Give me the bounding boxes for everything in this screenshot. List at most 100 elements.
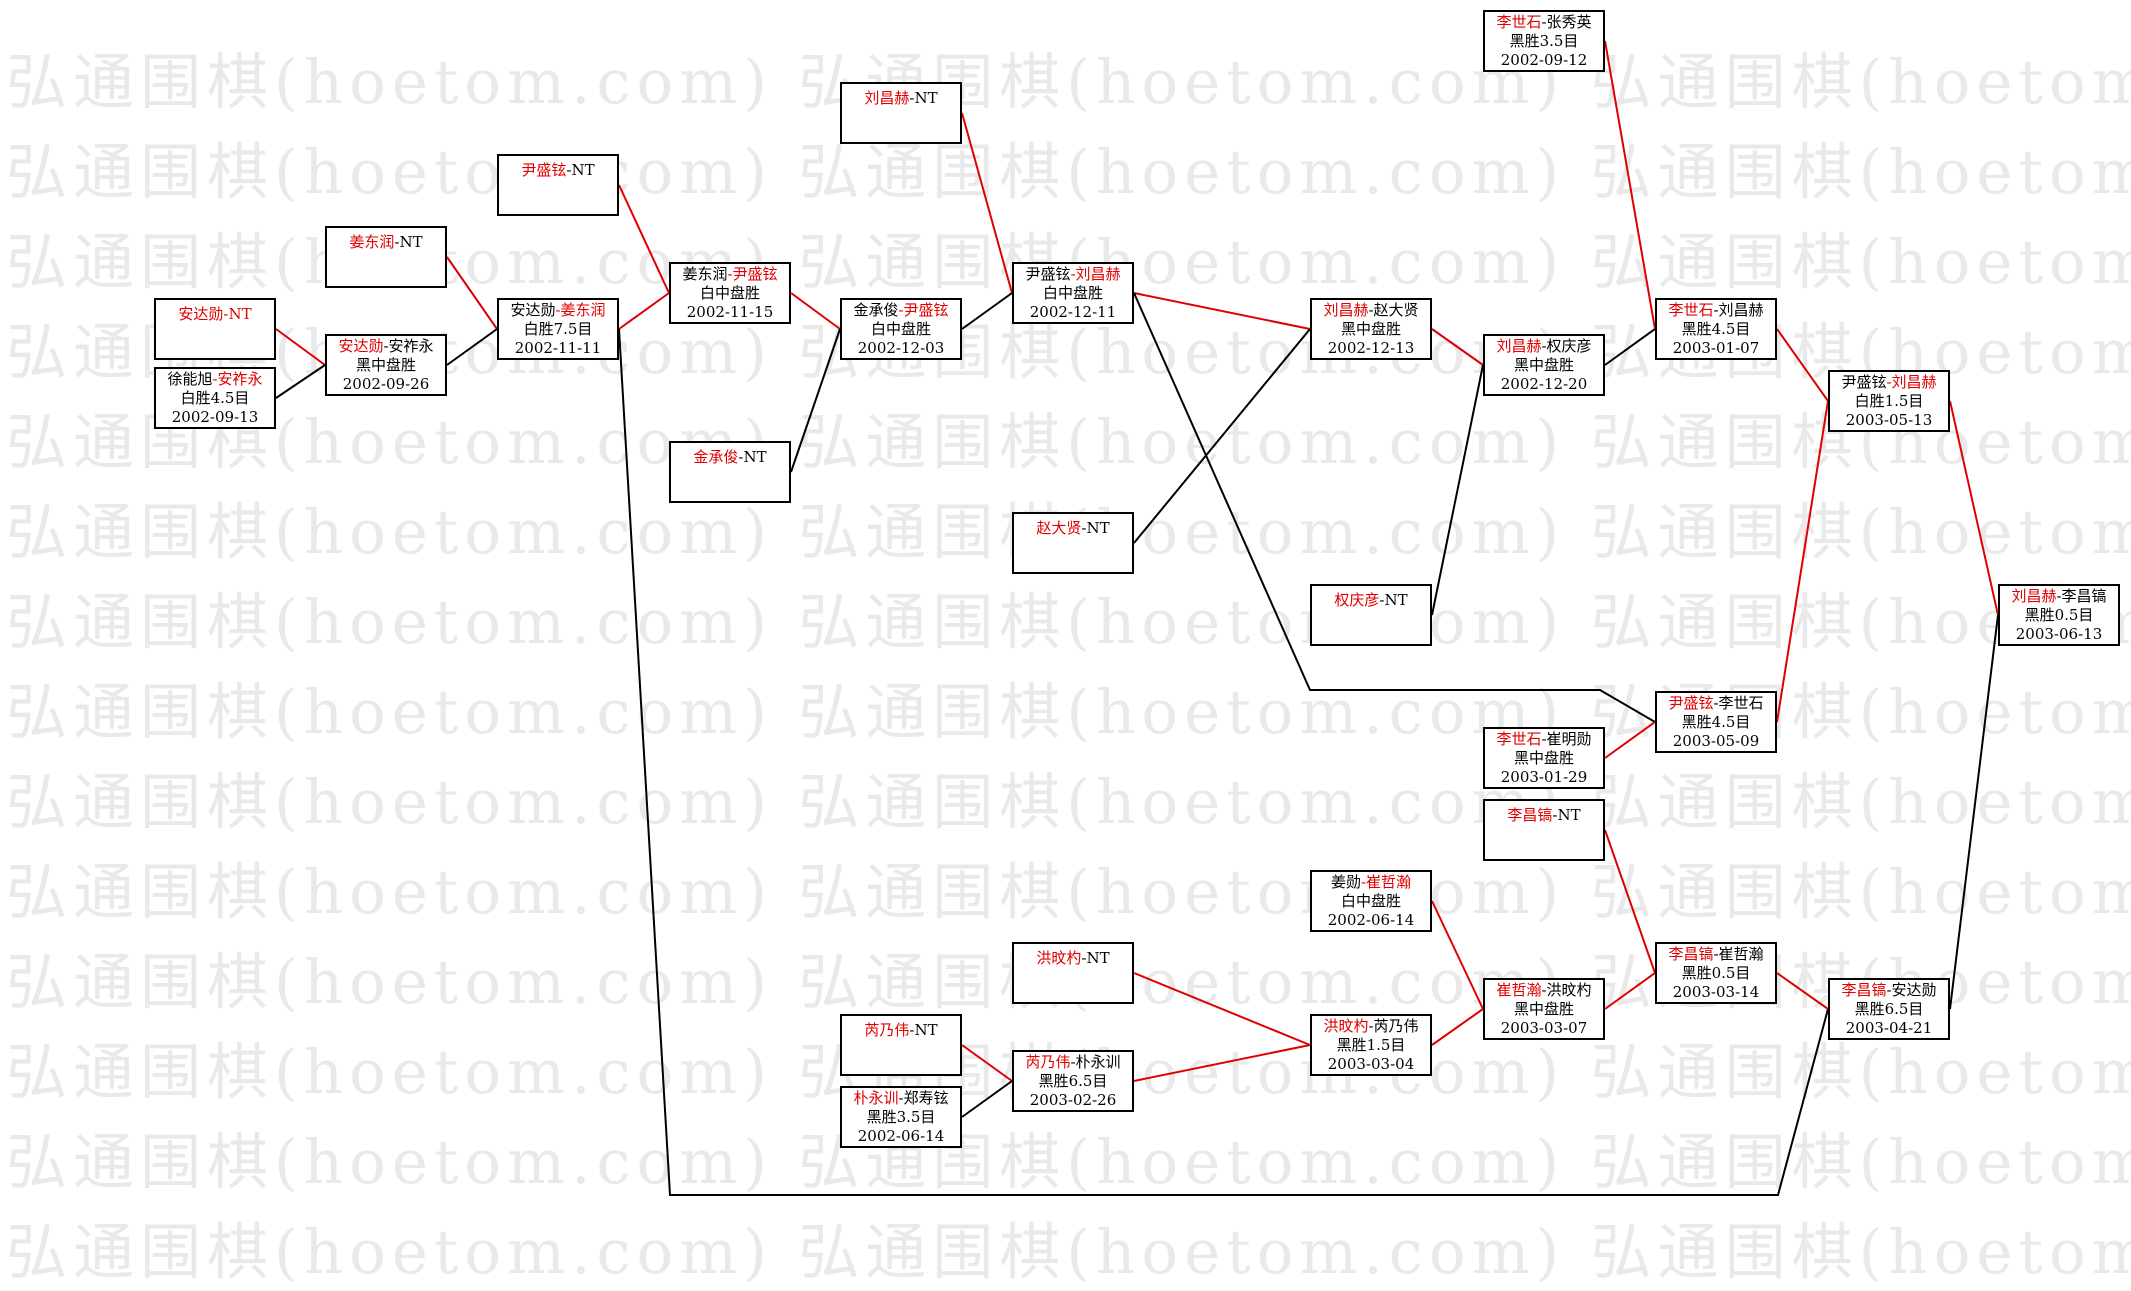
winner-name: 洪旼杓 (1323, 1017, 1369, 1035)
match-result: 白中盘胜 (1014, 284, 1132, 303)
winner-name: 安达勋 (338, 337, 384, 355)
match-date: 2002-09-26 (327, 375, 445, 394)
player-text: 白中盘胜 (1340, 892, 1401, 910)
player-text: -NT (394, 233, 423, 251)
match-players: 安达勋-NT (156, 305, 274, 324)
match-players: 芮乃伟-NT (842, 1021, 960, 1040)
match-players: 李世石-刘昌赫 (1657, 301, 1775, 320)
match-players: 徐能旭-安祚永 (156, 370, 274, 389)
player-text: -崔明勋 (1541, 730, 1592, 748)
match-box: 金承俊-NT (669, 441, 791, 503)
match-box: 尹盛铉-NT (497, 154, 619, 216)
match-result: 黑胜6.5目 (1830, 1000, 1948, 1019)
match-result: 黑胜0.5目 (1657, 964, 1775, 983)
player-text: 白中盘胜 (870, 320, 931, 338)
match-box: 赵大贤-NT (1012, 512, 1134, 574)
bracket-line (1431, 328, 1484, 366)
player-text: -洪旼杓 (1541, 981, 1592, 999)
match-result: 白中盘胜 (842, 320, 960, 339)
player-text: -NT (1379, 591, 1408, 609)
winner-name: 刘昌赫 (864, 89, 910, 107)
player-text: -NT (909, 89, 938, 107)
match-result: 白胜1.5目 (1830, 392, 1948, 411)
player-text: -NT (566, 161, 595, 179)
player-text: 2003-03-14 (1672, 983, 1760, 1001)
player-text: -刘昌赫 (1713, 301, 1764, 319)
match-players: 芮乃伟-朴永训 (1014, 1053, 1132, 1072)
winner-name: -尹盛铉 (727, 265, 778, 283)
player-text: 白中盘胜 (1042, 284, 1103, 302)
winner-name: 姜东润 (349, 233, 395, 251)
match-date: 2003-03-14 (1657, 983, 1775, 1002)
match-date: 2002-09-13 (156, 408, 274, 427)
bracket-line (790, 328, 841, 473)
match-date: 2003-05-13 (1830, 411, 1948, 430)
winner-name: 赵大贤 (1036, 519, 1082, 537)
player-text: 黑胜6.5目 (1038, 1072, 1108, 1090)
match-players: 朴永训-郑寿铉 (842, 1089, 960, 1108)
player-text: 白胜7.5目 (523, 320, 593, 338)
winner-name: 崔哲瀚 (1496, 981, 1542, 999)
player-text: 黑中盘胜 (1513, 749, 1574, 767)
player-text: 姜勋 (1330, 873, 1361, 891)
match-box: 李昌镐-NT (1483, 799, 1605, 861)
match-result: 白中盘胜 (1312, 892, 1430, 911)
player-text: -安祚永 (383, 337, 434, 355)
player-text: -赵大贤 (1368, 301, 1419, 319)
match-box: 芮乃伟-NT (840, 1014, 962, 1076)
bracket-line (961, 292, 1013, 330)
player-text: 尹盛铉 (1025, 265, 1071, 283)
match-box: 刘昌赫-NT (840, 82, 962, 144)
match-result: 白中盘胜 (671, 284, 789, 303)
bracket-line (961, 1080, 1013, 1118)
player-text: 徐能旭 (167, 370, 213, 388)
match-result: 黑胜6.5目 (1014, 1072, 1132, 1091)
player-text: -李昌镐 (2056, 587, 2107, 605)
match-players: 赵大贤-NT (1014, 519, 1132, 538)
winner-name: 权庆彦 (1334, 591, 1380, 609)
winner-name: 刘昌赫 (1496, 337, 1542, 355)
bracket-line (618, 292, 670, 330)
bracket-line (1949, 400, 1999, 616)
bracket-line (1604, 328, 1656, 366)
match-date: 2003-03-04 (1312, 1055, 1430, 1074)
winner-name: 刘昌赫 (2011, 587, 2057, 605)
player-text: 黑胜1.5目 (1336, 1036, 1406, 1054)
player-text: 黑胜4.5目 (1681, 320, 1751, 338)
player-text: 2002-06-14 (857, 1127, 945, 1145)
player-text: 2002-09-12 (1500, 51, 1588, 69)
bracket-line (1133, 972, 1311, 1046)
match-result: 黑中盘胜 (1312, 320, 1430, 339)
winner-name: -NT (223, 305, 252, 323)
match-players: 刘昌赫-权庆彦 (1485, 337, 1603, 356)
match-date: 2003-04-21 (1830, 1019, 1948, 1038)
bracket-line (446, 328, 498, 366)
match-box: 安达勋-NT (154, 298, 276, 360)
player-text: -崔哲瀚 (1713, 945, 1764, 963)
player-text: 2002-12-13 (1327, 339, 1415, 357)
match-result: 白胜7.5目 (499, 320, 617, 339)
match-result: 黑胜4.5目 (1657, 713, 1775, 732)
match-box: 权庆彦-NT (1310, 584, 1432, 646)
match-result: 黑胜3.5目 (842, 1108, 960, 1127)
player-text: 2003-03-04 (1327, 1055, 1415, 1073)
match-date: 2002-06-14 (1312, 911, 1430, 930)
match-players: 金承俊-NT (671, 448, 789, 467)
player-text: 黑胜6.5目 (1854, 1000, 1924, 1018)
player-text: 黑中盘胜 (1340, 320, 1401, 338)
winner-name: -安祚永 (212, 370, 263, 388)
bracket-line (1133, 292, 1311, 330)
player-text: -安达勋 (1886, 981, 1937, 999)
winner-name: 朴永训 (853, 1089, 899, 1107)
match-date: 2002-12-13 (1312, 339, 1430, 358)
player-text: -芮乃伟 (1368, 1017, 1419, 1035)
match-players: 权庆彦-NT (1312, 591, 1430, 610)
bracket-line (1949, 614, 1999, 1010)
match-players: 尹盛铉-刘昌赫 (1830, 373, 1948, 392)
match-players: 尹盛铉-李世石 (1657, 694, 1775, 713)
